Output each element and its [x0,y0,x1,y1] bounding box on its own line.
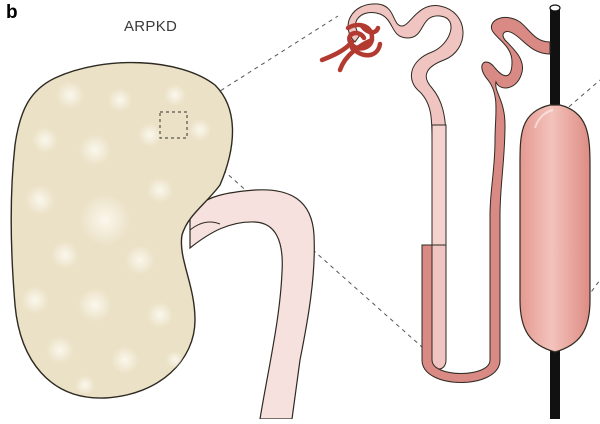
figure-title: ARPKD [124,18,177,35]
descending-limb [432,125,446,245]
ureter [190,190,314,419]
panel-letter: b [6,2,18,24]
collecting-duct-cyst [520,105,590,352]
nephron-illustration [322,4,550,383]
